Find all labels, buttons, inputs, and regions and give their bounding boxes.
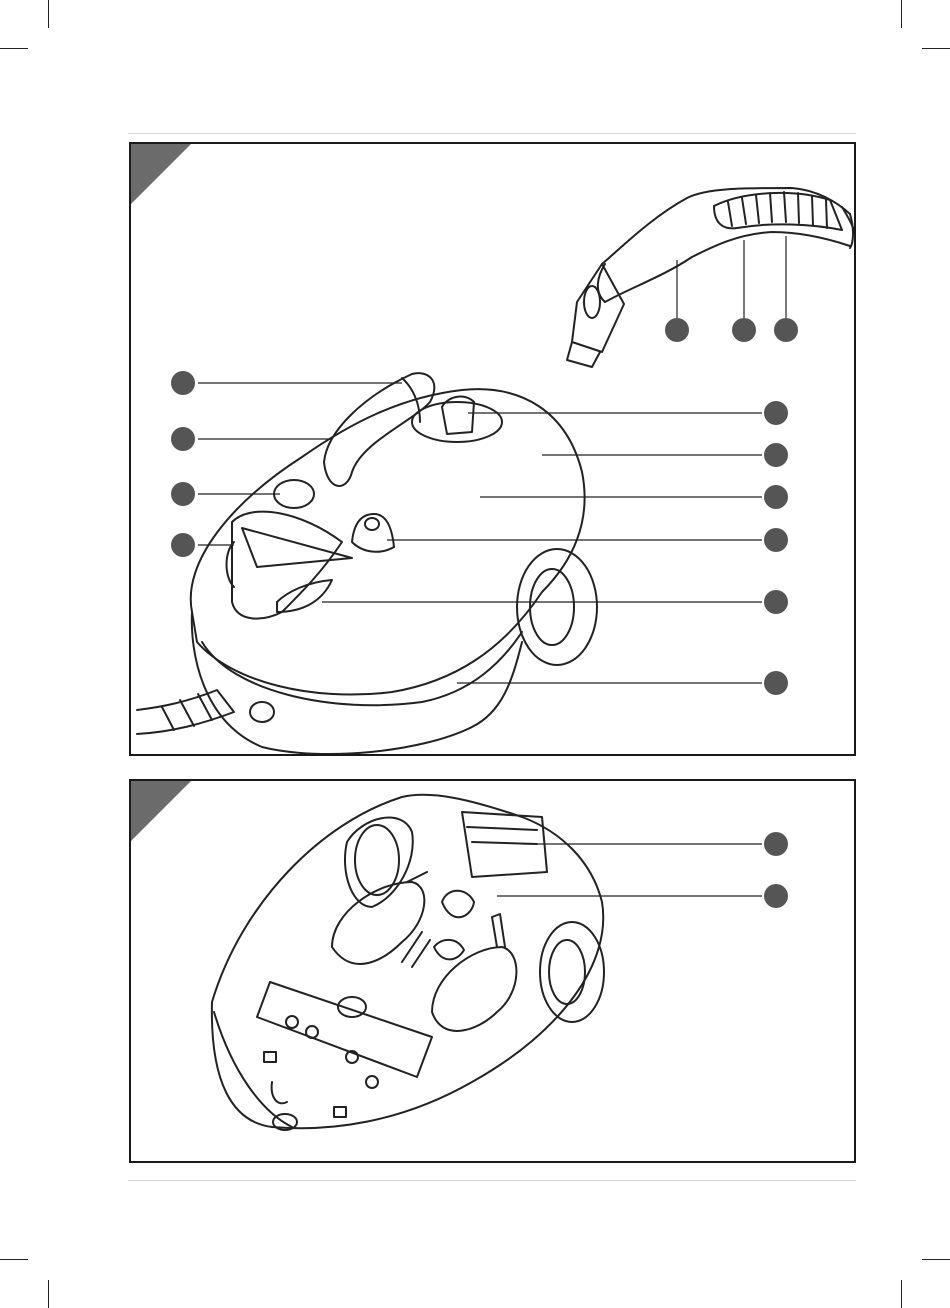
callout-dot-icon xyxy=(764,401,788,425)
steam-gun xyxy=(567,188,856,367)
crop-mark-icon xyxy=(922,1259,950,1260)
top-rule xyxy=(128,133,856,134)
callout-dot-icon xyxy=(764,443,788,467)
bottom-rule xyxy=(128,1180,856,1181)
cleaner-body xyxy=(137,373,597,754)
open-lid-illustration xyxy=(131,781,856,1163)
figure-2 xyxy=(129,779,856,1163)
callout-dots xyxy=(171,318,798,695)
callout-dot-icon xyxy=(764,485,788,509)
leader-lines xyxy=(497,844,762,896)
crop-mark-icon xyxy=(48,1280,49,1308)
crop-mark-icon xyxy=(922,48,950,49)
callout-dot-icon xyxy=(171,371,195,395)
figure-1 xyxy=(129,142,856,756)
callout-dot-icon xyxy=(171,482,195,506)
callout-dot-icon xyxy=(171,533,195,557)
steam-cleaner-illustration xyxy=(131,144,856,756)
callout-dot-icon xyxy=(764,832,788,856)
callout-dot-icon xyxy=(764,528,788,552)
callout-dot-icon xyxy=(171,427,195,451)
callout-dot-icon xyxy=(764,884,788,908)
crop-mark-icon xyxy=(901,0,902,28)
callout-dot-icon xyxy=(665,318,689,342)
crop-mark-icon xyxy=(0,48,28,49)
callout-dot-icon xyxy=(764,671,788,695)
callout-dot-icon xyxy=(732,318,756,342)
crop-mark-icon xyxy=(0,1259,28,1260)
callout-dot-icon xyxy=(774,318,798,342)
crop-mark-icon xyxy=(48,0,49,28)
callout-dots xyxy=(764,832,788,908)
crop-mark-icon xyxy=(901,1280,902,1308)
callout-dot-icon xyxy=(764,590,788,614)
leader-lines xyxy=(198,236,786,683)
